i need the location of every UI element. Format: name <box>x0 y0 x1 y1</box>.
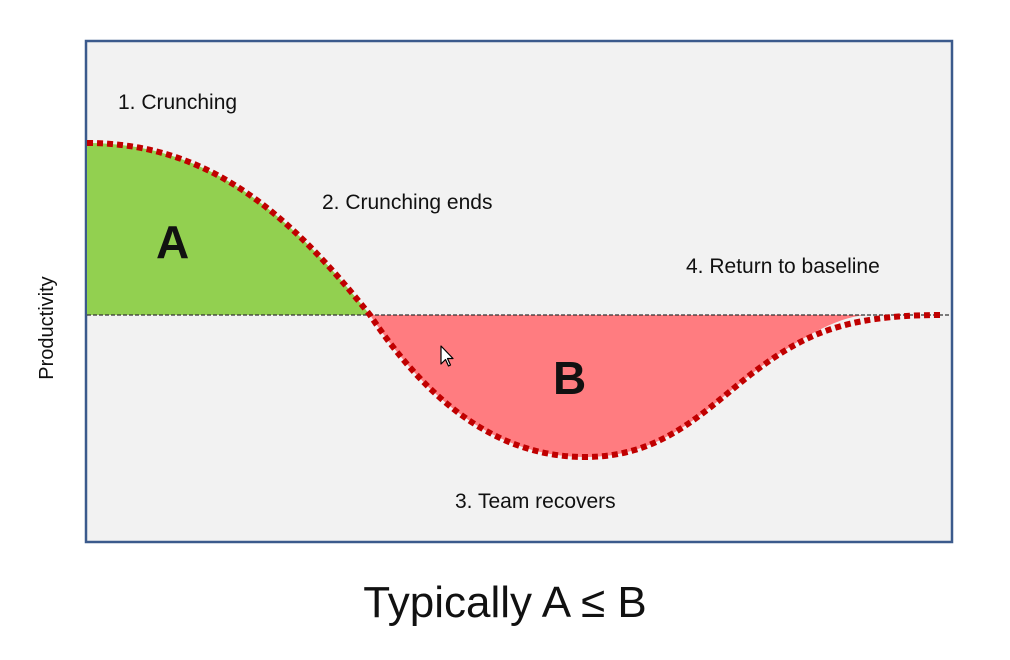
productivity-curve <box>86 140 941 461</box>
region-a-area <box>87 143 370 315</box>
step-2-label: 2. Crunching ends <box>322 191 492 214</box>
mouse-pointer-icon <box>440 345 454 367</box>
productivity-diagram: 1. Crunching 2. Crunching ends 4. Return… <box>36 39 954 544</box>
step-3-label: 3. Team recovers <box>455 490 616 513</box>
step-1-label: 1. Crunching <box>118 91 237 114</box>
region-b-area <box>370 315 870 457</box>
step-4-label: 4. Return to baseline <box>686 255 880 278</box>
region-b-label: B <box>553 352 586 404</box>
region-a-label: A <box>156 216 189 268</box>
y-axis-label: Productivity <box>36 276 58 379</box>
caption-text: Typically A ≤ B <box>363 578 647 627</box>
